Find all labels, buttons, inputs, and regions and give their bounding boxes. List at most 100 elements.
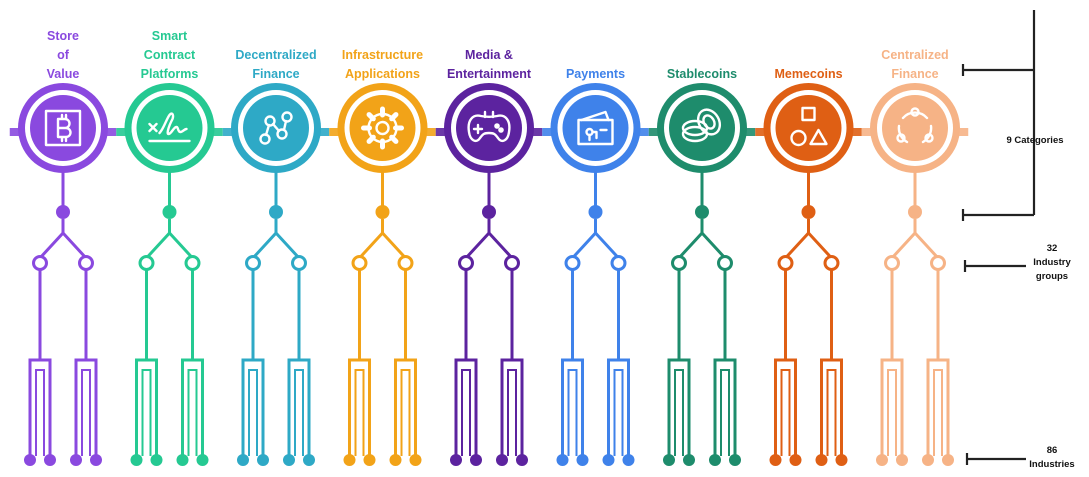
industry-bracket-inner [400, 369, 411, 456]
category-badge [456, 95, 522, 161]
category-badge [562, 95, 629, 161]
legend-tick-industry-groups [963, 260, 1026, 272]
industry-group-node [397, 255, 414, 271]
root-node [695, 205, 709, 219]
industry-group-node [184, 255, 201, 271]
industry-node [176, 454, 189, 466]
industry-bracket [135, 358, 158, 456]
industry-node [130, 454, 143, 466]
legend-categories-label: 9 Categories [1006, 135, 1064, 146]
industry-group-node [671, 255, 687, 271]
industry-node [470, 454, 482, 466]
industry-node [343, 454, 356, 466]
industry-node [556, 454, 569, 466]
industry-node [496, 454, 508, 466]
industry-bracket-inner [354, 369, 365, 456]
industry-node [663, 454, 675, 466]
category-branch [861, 83, 969, 466]
coins-icon [681, 108, 722, 143]
industry-bracket [713, 358, 737, 456]
category-title: Payments [565, 67, 626, 81]
root-node [269, 205, 283, 219]
industry-group-node [504, 255, 520, 271]
category-branch [116, 83, 223, 466]
industry-node [196, 454, 209, 466]
category-branch [329, 83, 436, 466]
industry-node [922, 454, 934, 466]
industry-bracket-inner [780, 369, 791, 456]
industry-node [70, 454, 82, 466]
category-branch [222, 83, 330, 466]
industry-bracket [500, 358, 524, 456]
industry-bracket [241, 358, 265, 456]
industry-bracket-inner [248, 369, 258, 456]
industry-bracket-inner [35, 369, 45, 456]
root-node [56, 205, 70, 219]
industry-group-node [930, 255, 946, 271]
industry-node [602, 454, 615, 466]
root-node [801, 205, 816, 219]
signature-icon [148, 112, 191, 143]
industry-node [257, 454, 269, 466]
industry-group-node [351, 255, 368, 271]
group-branch [890, 219, 940, 260]
category-badge [349, 95, 416, 161]
category-title: Decentralized Finance [235, 48, 317, 81]
category-title: Smart Contract Platforms [140, 29, 199, 81]
category-title: Infrastructure Applications [341, 48, 424, 81]
industry-bracket [926, 358, 950, 456]
industry-group-node [138, 255, 155, 271]
group-branch [145, 219, 194, 260]
group-branch [464, 219, 514, 260]
industry-node [516, 454, 528, 466]
legend-tick-industries [965, 453, 1026, 465]
industry-bracket [28, 358, 52, 456]
industry-node [44, 454, 56, 466]
industry-group-node [458, 255, 474, 271]
industry-bracket-inner [81, 369, 91, 456]
industry-node [876, 454, 888, 466]
category-badge [775, 95, 842, 161]
industry-bracket [774, 358, 797, 456]
industry-node [450, 454, 462, 466]
industry-node [24, 454, 36, 466]
industry-node [303, 454, 315, 466]
wallet-icon [577, 110, 614, 146]
industry-group-node [610, 255, 627, 271]
industry-bracket [454, 358, 478, 456]
industry-bracket-inner [887, 369, 897, 456]
industry-node [389, 454, 402, 466]
group-branch [251, 219, 301, 260]
root-node [482, 205, 496, 219]
industry-group-node [823, 255, 840, 271]
industry-bracket [74, 358, 98, 456]
cycle-icon [896, 107, 934, 144]
industry-bracket-inner [567, 369, 578, 456]
category-branch [648, 83, 756, 466]
industry-bracket [394, 358, 417, 456]
industry-bracket [287, 358, 311, 456]
category-title: Memecoins [774, 67, 843, 81]
industry-group-node [32, 255, 48, 271]
industry-node [815, 454, 828, 466]
industry-bracket-inner [187, 369, 198, 456]
industry-node [622, 454, 635, 466]
industry-bracket [607, 358, 630, 456]
industry-group-node [777, 255, 794, 271]
legend-brackets [961, 10, 1036, 465]
industry-node [729, 454, 741, 466]
shapes-icon [790, 106, 828, 147]
industry-bracket-inner [933, 369, 943, 456]
industry-node [709, 454, 721, 466]
root-node [375, 205, 390, 219]
bitcoin-icon [44, 109, 82, 147]
network-nodes-icon [259, 111, 293, 145]
industry-node [683, 454, 695, 466]
category-title: Centralized Finance [881, 48, 949, 81]
industry-bracket-inner [294, 369, 304, 456]
industry-bracket [820, 358, 843, 456]
industry-node [363, 454, 376, 466]
industry-bracket-inner [613, 369, 624, 456]
